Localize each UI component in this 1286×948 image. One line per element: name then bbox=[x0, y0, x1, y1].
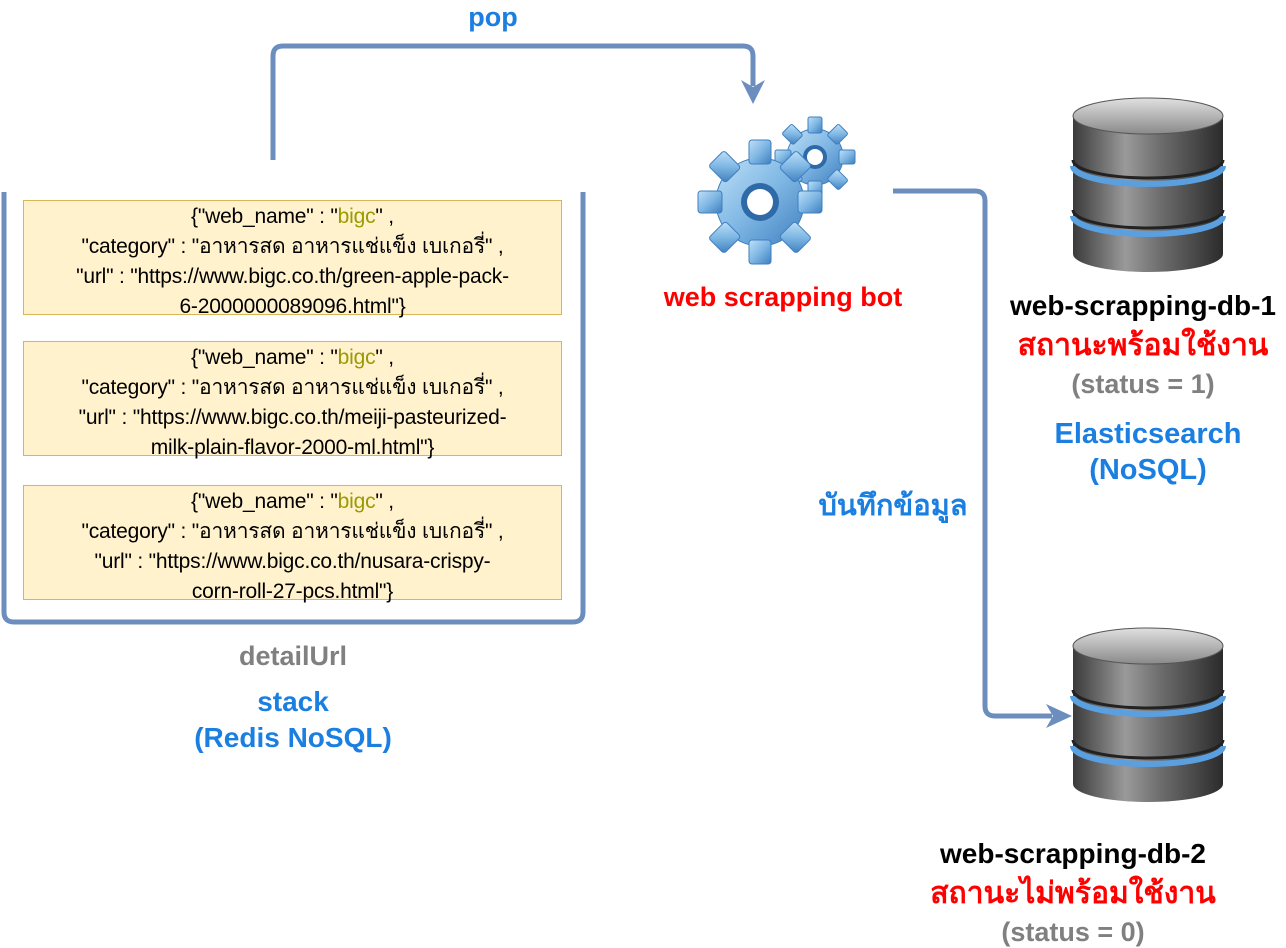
web-name-value: bigc bbox=[337, 346, 376, 369]
card-line-web-name: {"web_name" : "bigc" , bbox=[191, 490, 394, 513]
stack-bracket bbox=[1, 192, 586, 625]
save-arrowhead bbox=[1046, 704, 1072, 728]
card-line-url: "url" : "https://www.bigc.co.th/nusara-c… bbox=[94, 550, 491, 573]
card-line-url: "url" : "https://www.bigc.co.th/green-ap… bbox=[76, 265, 509, 288]
pop-arrow bbox=[270, 43, 756, 160]
web-name-value: bigc bbox=[337, 205, 376, 228]
db1-info: web-scrapping-db-1 สถานะพร้อมใช้งาน (sta… bbox=[996, 290, 1286, 400]
bot-label: web scrapping bot bbox=[663, 282, 903, 312]
save-data-label: บันทึกข้อมูล bbox=[818, 490, 968, 522]
elasticsearch-label-subtitle: (NoSQL) bbox=[1089, 454, 1207, 486]
stack-label-title: stack bbox=[257, 686, 329, 717]
db2-status: (status = 0) bbox=[1001, 917, 1145, 947]
large-gear-icon bbox=[697, 139, 823, 265]
db2-state: สถานะไม่พร้อมใช้งาน bbox=[930, 877, 1216, 910]
card-line-category: "category" : "อาหารสด อาหารแช่แข็ง เบเกอ… bbox=[81, 520, 504, 543]
stack-item-card: {"web_name" : "bigc" , "category" : "อาห… bbox=[23, 485, 562, 603]
card-line-category: "category" : "อาหารสด อาหารแช่แข็ง เบเกอ… bbox=[81, 376, 504, 399]
card-line-url: "url" : "https://www.bigc.co.th/meiji-pa… bbox=[78, 406, 507, 429]
database-icon bbox=[1070, 627, 1226, 802]
stack-label-subtitle: (Redis NoSQL) bbox=[194, 722, 392, 753]
db2-info: web-scrapping-db-2 สถานะไม่พร้อมใช้งาน (… bbox=[926, 838, 1220, 948]
web-name-value: bigc bbox=[337, 490, 376, 513]
card-line-web-name: {"web_name" : "bigc" , bbox=[191, 346, 394, 369]
pop-arrowhead bbox=[741, 80, 765, 104]
card-line-category: "category" : "อาหารสด อาหารแช่แข็ง เบเกอ… bbox=[81, 235, 504, 258]
stack-item-card: {"web_name" : "bigc" , "category" : "อาห… bbox=[23, 341, 562, 459]
db1-state: สถานะพร้อมใช้งาน bbox=[1017, 329, 1269, 362]
db1-title: web-scrapping-db-1 bbox=[1009, 290, 1276, 321]
pop-label: pop bbox=[468, 2, 518, 32]
elasticsearch-label: Elasticsearch (NoSQL) bbox=[1000, 416, 1286, 488]
stack-item-card: {"web_name" : "bigc" , "category" : "อาห… bbox=[23, 200, 562, 318]
stack-label: stack (Redis NoSQL) bbox=[143, 684, 443, 756]
database-icon bbox=[1070, 97, 1226, 272]
db2-title: web-scrapping-db-2 bbox=[939, 838, 1206, 869]
card-line-url-cont: 6-2000000089096.html"} bbox=[179, 295, 406, 318]
card-line-url-cont: corn-roll-27-pcs.html"} bbox=[191, 580, 394, 603]
elasticsearch-label-title: Elasticsearch bbox=[1054, 418, 1242, 450]
save-arrow bbox=[893, 188, 1052, 719]
db1-status: (status = 1) bbox=[1071, 369, 1215, 399]
gears-icon bbox=[697, 116, 856, 265]
card-line-url-cont: milk-plain-flavor-2000-ml.html"} bbox=[150, 436, 435, 459]
detail-url-label: detailUrl bbox=[238, 641, 348, 671]
card-line-web-name: {"web_name" : "bigc" , bbox=[191, 205, 394, 228]
